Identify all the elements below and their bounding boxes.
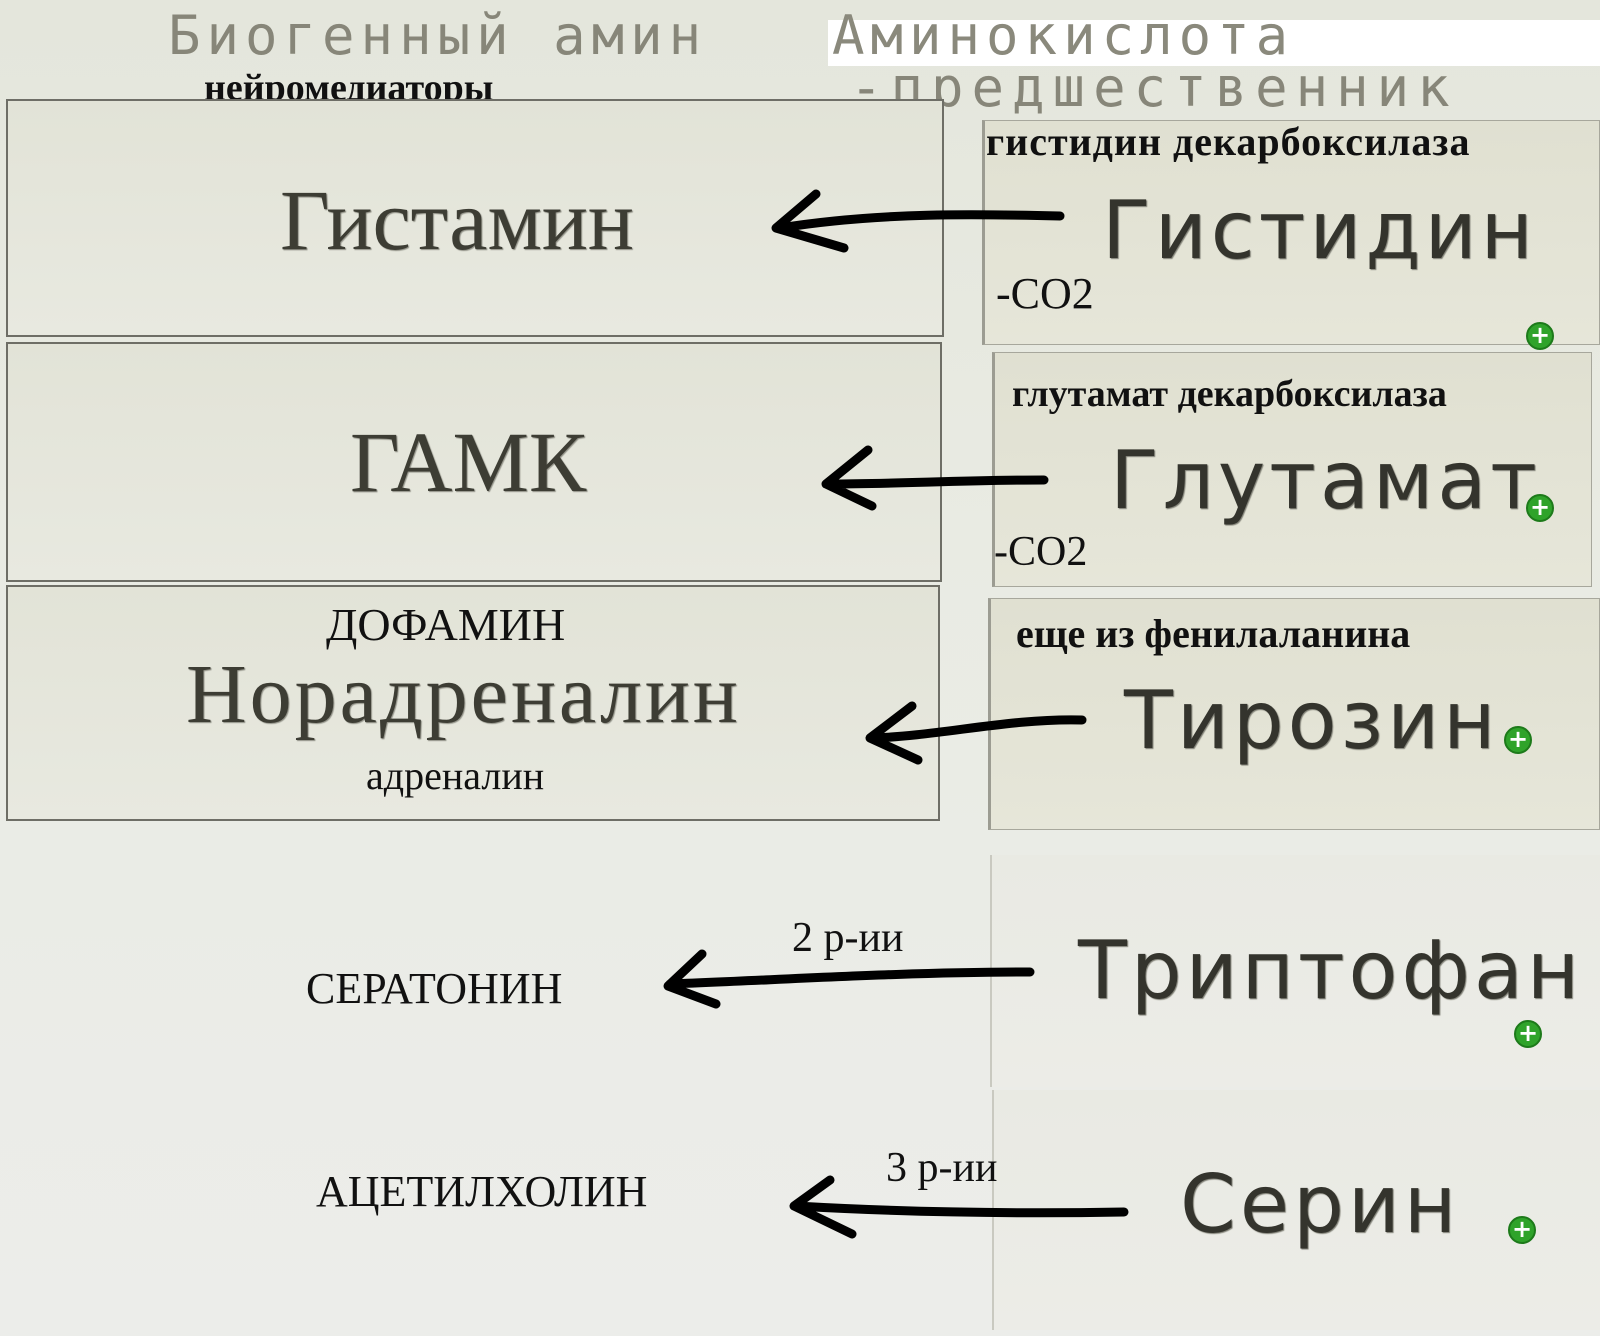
arrow-tryptophan-to-serotonin <box>663 949 1035 1009</box>
header-white-patch <box>828 20 1600 66</box>
precursor-glutamate: Глутамат <box>1110 434 1541 527</box>
precursor-tryptophan: Триптофан <box>1078 924 1584 1017</box>
plus-icon-glutamate[interactable]: + <box>1526 494 1554 522</box>
co2-loss-histidine: -СО2 <box>996 269 1094 318</box>
enzyme-glutamate-decarboxylase: глутамат декарбоксилаза <box>1012 373 1447 415</box>
precursor-box-tyrosine <box>988 598 1600 830</box>
precursor-tyrosine: Тирозин <box>1124 674 1500 767</box>
plus-icon-tyrosine[interactable]: + <box>1504 726 1532 754</box>
amine-histamine: Гистамин <box>280 172 634 268</box>
column-header-precursor-line2: -предшественник <box>850 56 1458 119</box>
steps-label-serine: 3 р-ии <box>886 1145 998 1191</box>
arrow-serine-to-acetylcholine <box>789 1175 1129 1239</box>
phenylalanine-note: еще из фенилаланина <box>1016 611 1411 656</box>
precursor-box-tryptophan <box>990 855 1600 1087</box>
precursor-serine: Серин <box>1180 1158 1461 1251</box>
steps-label-tryptophan: 2 р-ии <box>792 915 904 961</box>
column-header-precursor-line1: Аминокислота <box>832 4 1295 67</box>
precursor-histidine: Гистидин <box>1102 184 1537 277</box>
arrow-histidine-to-histamine <box>771 189 1065 253</box>
amine-adrenaline: адреналин <box>366 753 545 798</box>
amine-serotonin: СЕРАТОНИН <box>306 964 563 1013</box>
amine-gaba: ГАМК <box>350 414 587 510</box>
column-header-amine: Биогенный амин <box>168 4 708 67</box>
co2-loss-glutamate: -СО2 <box>994 529 1088 575</box>
plus-icon-histidine[interactable]: + <box>1526 322 1554 350</box>
precursor-box-histidine <box>982 120 1600 345</box>
amine-box-gaba <box>6 342 942 582</box>
enzyme-histidine-decarboxylase: гистидин декарбоксилаза <box>986 119 1471 164</box>
amine-dopamine: ДОФАМИН <box>326 599 566 650</box>
precursor-box-glutamate <box>992 352 1592 587</box>
arrow-glutamate-to-gaba <box>821 445 1049 511</box>
plus-icon-serine[interactable]: + <box>1508 1216 1536 1244</box>
plus-icon-tryptophan[interactable]: + <box>1514 1020 1542 1048</box>
amine-acetylcholine: АЦЕТИЛХОЛИН <box>316 1167 648 1216</box>
amine-noradrenaline: Норадреналин <box>186 648 741 741</box>
amine-box-noradrenaline <box>6 585 940 821</box>
arrow-tyrosine-to-noradrenaline <box>865 701 1087 765</box>
